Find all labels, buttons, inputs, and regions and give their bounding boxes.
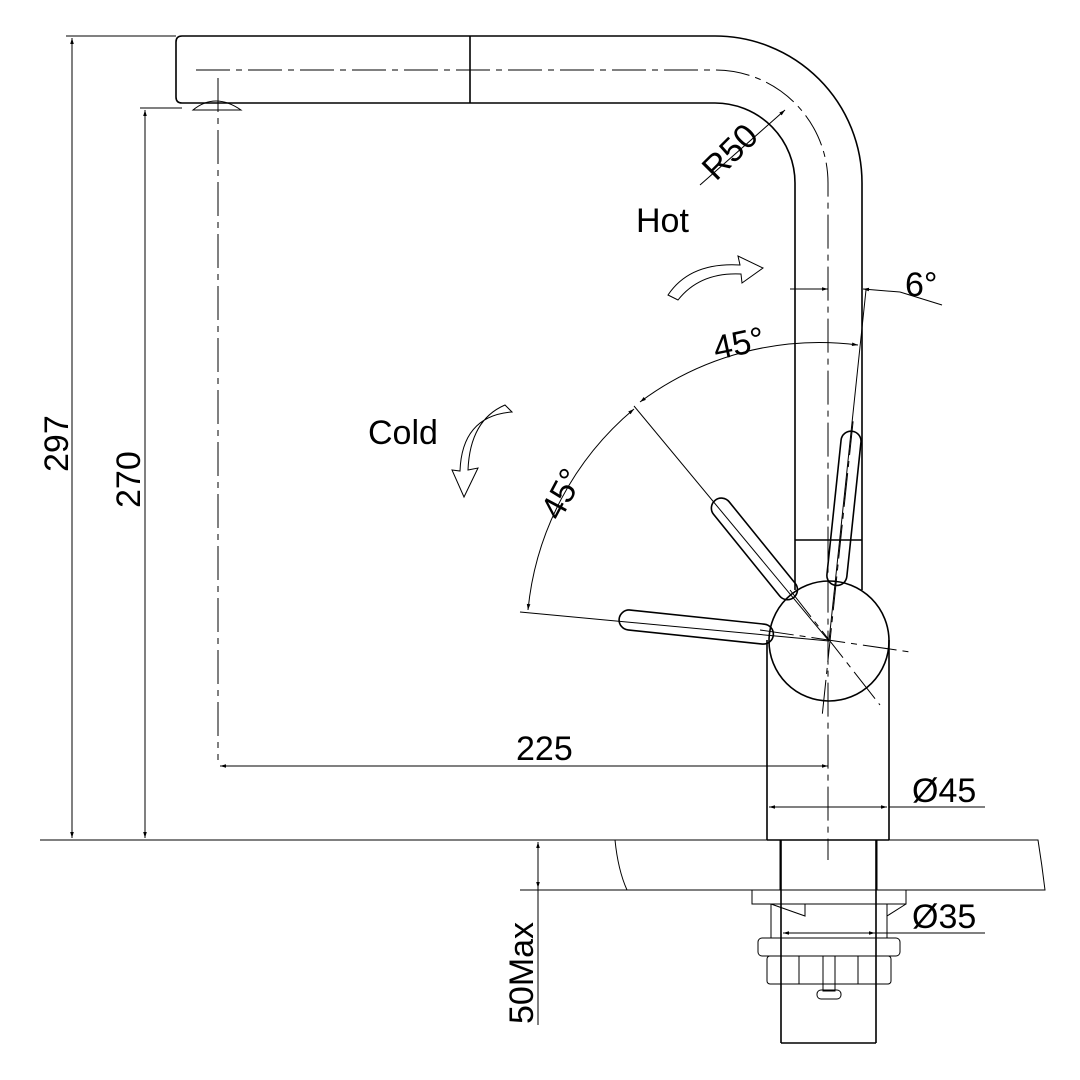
label-hot-angle: 45°	[710, 320, 768, 368]
dimension-lines	[40, 35, 985, 1025]
label-radius: R50	[695, 117, 766, 188]
label-cold: Cold	[368, 414, 438, 452]
mounting-kit	[751, 840, 907, 1044]
spout	[140, 35, 863, 860]
dim-shank-diameter: Ø35	[912, 898, 976, 936]
dim-spout-height: 270	[110, 451, 148, 508]
label-cold-angle: 45°	[534, 463, 592, 526]
cold-direction-arrow	[451, 404, 514, 499]
dim-total-height: 297	[38, 415, 76, 472]
dim-max-counter-thickness: 50Max	[503, 922, 541, 1024]
label-hot: Hot	[636, 202, 689, 240]
dim-body-diameter: Ø45	[912, 772, 976, 810]
lever-positions	[519, 289, 867, 720]
dim-reach: 225	[516, 730, 573, 768]
aerator	[191, 100, 243, 111]
hot-direction-arrow	[667, 255, 764, 301]
countertop	[614, 839, 1046, 891]
label-tilt-angle: 6°	[905, 266, 938, 304]
